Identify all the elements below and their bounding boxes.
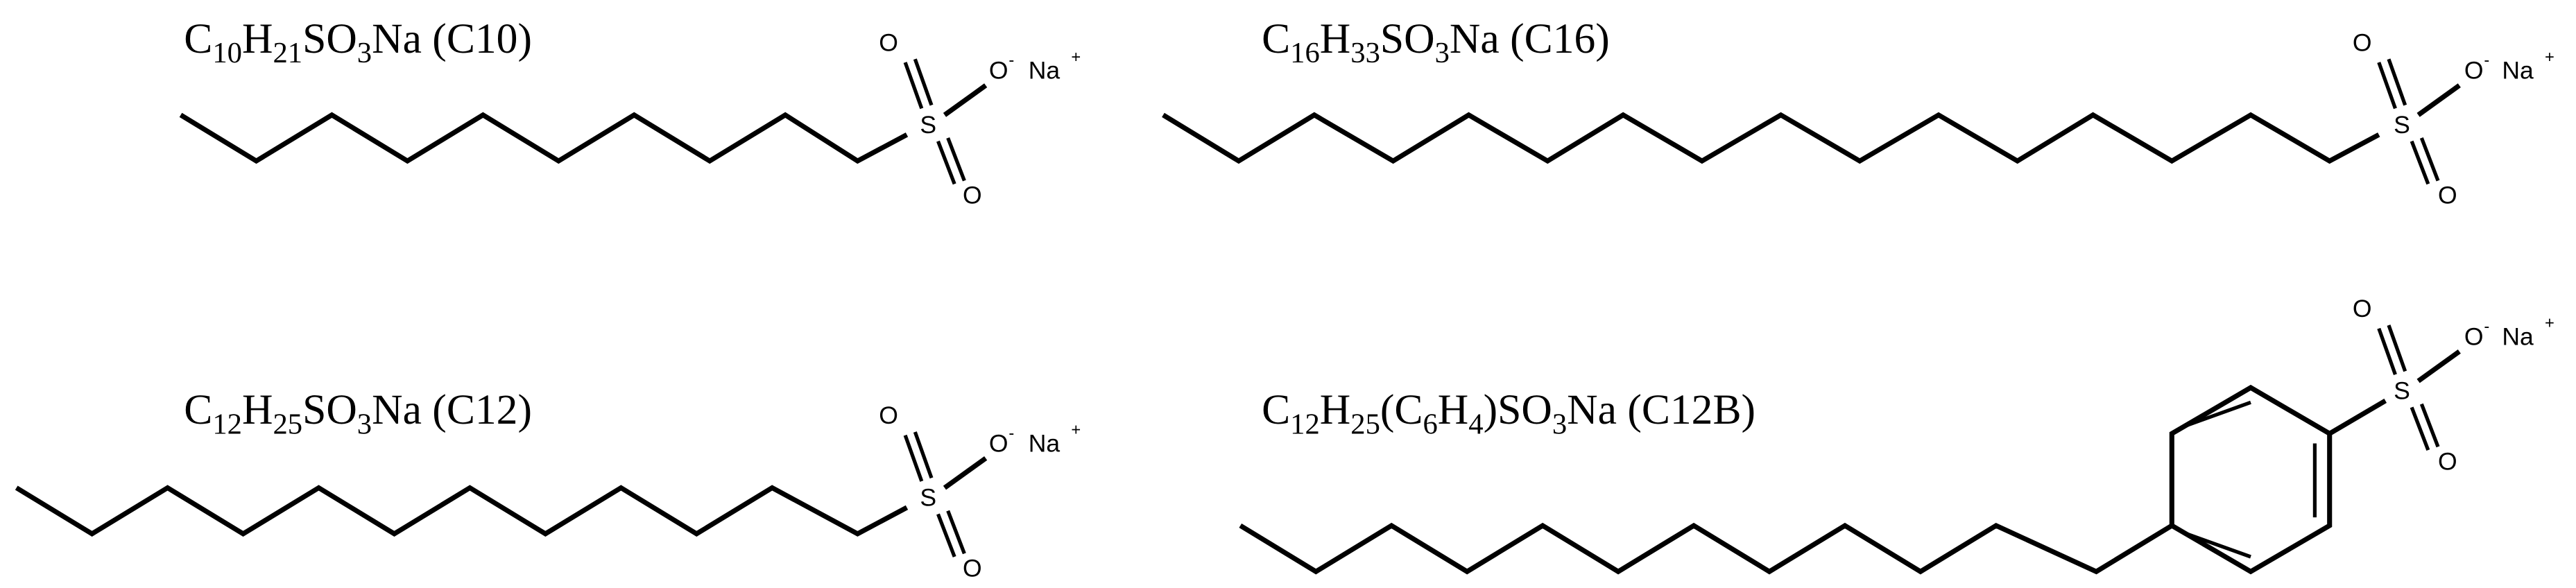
sulfur-atom: S xyxy=(920,484,936,512)
sodium-cation: Na xyxy=(2502,322,2534,350)
alkyl-chain-c10 xyxy=(179,112,909,164)
oxygen-atom-bottom: O xyxy=(2438,182,2457,209)
sulfonate-group-c12: S O O O - Na + xyxy=(879,401,1081,582)
sodium-cation: Na xyxy=(2502,57,2534,85)
benzene-ring xyxy=(2169,384,2333,575)
minus-charge: - xyxy=(1008,424,1014,442)
oxygen-atom-top: O xyxy=(879,28,898,56)
molecule-c10: C10H21SO3Na (C10) S O O O - Na + xyxy=(179,15,1081,209)
sulfonate-group-c16: S O O O - Na + xyxy=(2353,28,2554,209)
oxygen-anion: O xyxy=(2464,57,2484,85)
plus-charge: + xyxy=(1071,422,1081,440)
sulfur-atom: S xyxy=(920,111,936,139)
minus-charge: - xyxy=(1008,52,1014,70)
oxygen-anion: O xyxy=(989,57,1008,85)
sulfur-atom: S xyxy=(2394,377,2410,405)
oxygen-anion: O xyxy=(2464,322,2484,350)
oxygen-atom-top: O xyxy=(2353,28,2372,56)
formula-label-c10: C10H21SO3Na (C10) xyxy=(184,15,532,69)
molecule-c12: C12H25SO3Na (C12) S O O O - Na + xyxy=(15,386,1081,582)
sodium-cation: Na xyxy=(1029,57,1061,85)
formula-label-c16: C16H33SO3Na (C16) xyxy=(1262,15,1610,69)
oxygen-atom-bottom: O xyxy=(963,182,982,209)
alkyl-chain-c12b xyxy=(1239,522,2174,575)
sodium-cation: Na xyxy=(1029,429,1061,457)
plus-charge: + xyxy=(1071,49,1081,67)
minus-charge: - xyxy=(2484,52,2489,70)
sulfur-atom: S xyxy=(2394,111,2410,139)
formula-label-c12: C12H25SO3Na (C12) xyxy=(184,386,532,440)
minus-charge: - xyxy=(2484,318,2489,336)
sulfonate-group-c12b: S O O O - Na + xyxy=(2353,295,2554,475)
molecule-c12b: C12H25(C6H4)SO3Na (C12B) S O O O - Na + xyxy=(1239,295,2554,575)
formula-label-c12b: C12H25(C6H4)SO3Na (C12B) xyxy=(1262,386,1755,440)
alkyl-chain-c16 xyxy=(1162,112,2380,164)
oxygen-atom-top: O xyxy=(879,401,898,429)
oxygen-atom-bottom: O xyxy=(963,554,982,582)
ring-to-sulfur-bond xyxy=(2328,398,2387,436)
plus-charge: + xyxy=(2545,315,2554,333)
plus-charge: + xyxy=(2545,49,2554,67)
sulfonate-group-c10: S O O O - Na + xyxy=(879,28,1081,209)
oxygen-atom-top: O xyxy=(2353,295,2372,322)
molecule-c16: C16H33SO3Na (C16) S O O O - Na + xyxy=(1162,15,2554,209)
alkyl-chain-c12 xyxy=(15,485,909,537)
oxygen-atom-bottom: O xyxy=(2438,447,2457,475)
oxygen-anion: O xyxy=(989,429,1008,457)
